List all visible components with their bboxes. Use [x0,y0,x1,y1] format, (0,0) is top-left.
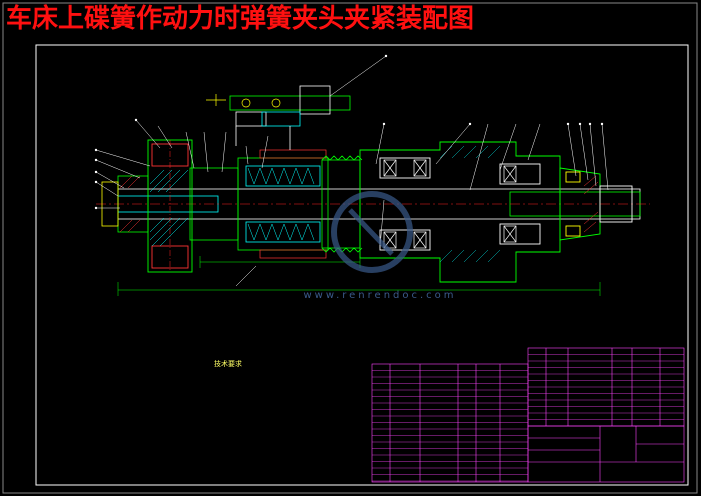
inner-frame [35,44,689,486]
watermark-logo [331,191,413,273]
part-balloons [94,54,604,210]
bearing-rear [503,165,517,243]
watermark-url: www.renrendoc.com [303,290,456,301]
valve-symbols [206,94,281,108]
leader-lines [95,55,609,287]
pneumatic-valve [229,85,351,150]
spring-housing [259,149,327,259]
left-cylinder-hatch [149,169,189,247]
technical-notes: 技术要求 [128,360,328,377]
table-rows [372,354,684,482]
dimension-lines [117,256,601,296]
bearing-front-top [383,159,427,177]
spring-hatch [247,167,315,241]
drawing-title: 车床上碟簧作动力时弹簧夹头夹紧装配图 [6,4,475,34]
left-cylinder [147,139,193,273]
technical-notes-heading: 技术要求 [214,360,242,368]
title-block [527,425,685,483]
left-nut-hatch [119,175,141,233]
parts-list-left [371,363,529,483]
headstock-housing [359,141,561,283]
